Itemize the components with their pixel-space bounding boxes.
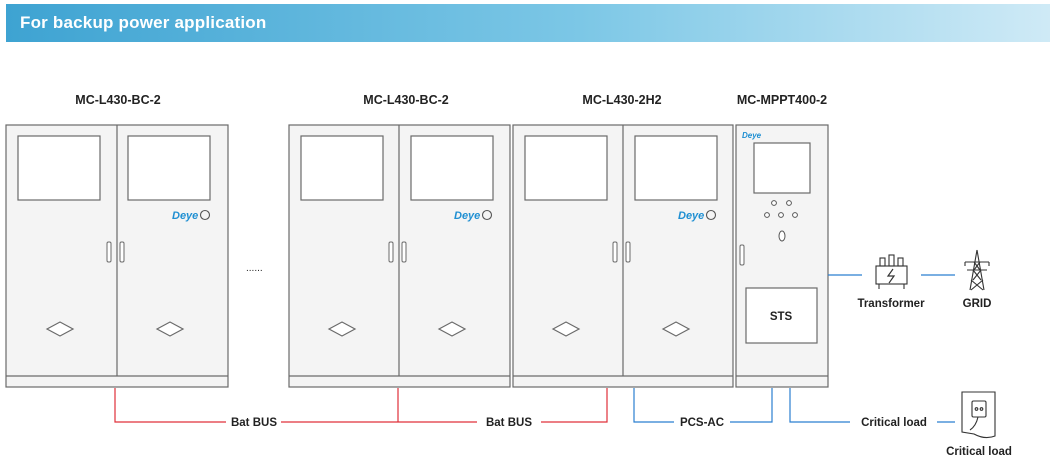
- battery-cabinet-3: Deye: [512, 124, 734, 388]
- grid-tower-icon: [964, 249, 990, 291]
- door-handle: [106, 241, 112, 263]
- brand-logo: Deye: [678, 210, 704, 222]
- door-handle: [625, 241, 631, 263]
- ellipsis: ......: [246, 263, 263, 274]
- door-handle: [388, 241, 394, 263]
- header-bar: For backup power application: [6, 4, 1050, 42]
- door-window: [17, 135, 101, 201]
- grid-label: GRID: [963, 298, 992, 310]
- door-window: [634, 135, 718, 201]
- battery-cabinet-1: Deye: [5, 124, 229, 388]
- brand-logo: Deye: [742, 131, 762, 140]
- mppt-cabinet: Deye STS: [735, 124, 829, 388]
- bat-bus-label: Bat BUS: [231, 417, 277, 429]
- cabinet-model-label: MC-L430-BC-2: [363, 93, 448, 107]
- power-indicator-icon: [199, 209, 211, 221]
- page-title: For backup power application: [20, 13, 267, 32]
- door-handle: [739, 244, 745, 266]
- display-screen: [753, 142, 811, 194]
- cabinet-model-label: MC-MPPT400-2: [737, 93, 827, 107]
- door-window: [410, 135, 494, 201]
- door-handle: [119, 241, 125, 263]
- vent-icon: [327, 321, 357, 337]
- power-indicator-icon: [481, 209, 493, 221]
- vent-icon: [437, 321, 467, 337]
- indicator-light-icon: [771, 200, 777, 206]
- vent-icon: [155, 321, 185, 337]
- vent-icon: [45, 321, 75, 337]
- door-handle: [401, 241, 407, 263]
- vent-icon: [661, 321, 691, 337]
- sts-label: STS: [770, 311, 793, 323]
- critical-load-icon: [961, 391, 996, 439]
- vent-icon: [551, 321, 581, 337]
- battery-cabinet-2: Deye: [288, 124, 511, 388]
- indicator-light-icon: [792, 212, 798, 218]
- transformer-label: Transformer: [857, 298, 925, 310]
- key-switch-icon: [778, 230, 786, 242]
- door-window: [300, 135, 384, 201]
- sts-module: [745, 287, 818, 344]
- bat-bus-label: Bat BUS: [486, 417, 532, 429]
- indicator-light-icon: [778, 212, 784, 218]
- cabinet-model-label: MC-L430-BC-2: [75, 93, 160, 107]
- ac-lines: [633, 274, 955, 423]
- critical-load-label: Critical load: [946, 446, 1012, 458]
- door-window: [524, 135, 608, 201]
- cabinet-model-label: MC-L430-2H2: [582, 93, 661, 107]
- indicator-light-icon: [786, 200, 792, 206]
- indicator-light-icon: [764, 212, 770, 218]
- brand-logo: Deye: [454, 210, 480, 222]
- bat-bus-lines: [114, 388, 608, 423]
- power-indicator-icon: [705, 209, 717, 221]
- door-window: [127, 135, 211, 201]
- transformer-icon: [875, 254, 908, 289]
- pcs-ac-label: PCS-AC: [680, 417, 724, 429]
- critical-load-line-label: Critical load: [861, 417, 927, 429]
- door-handle: [612, 241, 618, 263]
- brand-logo: Deye: [172, 210, 198, 222]
